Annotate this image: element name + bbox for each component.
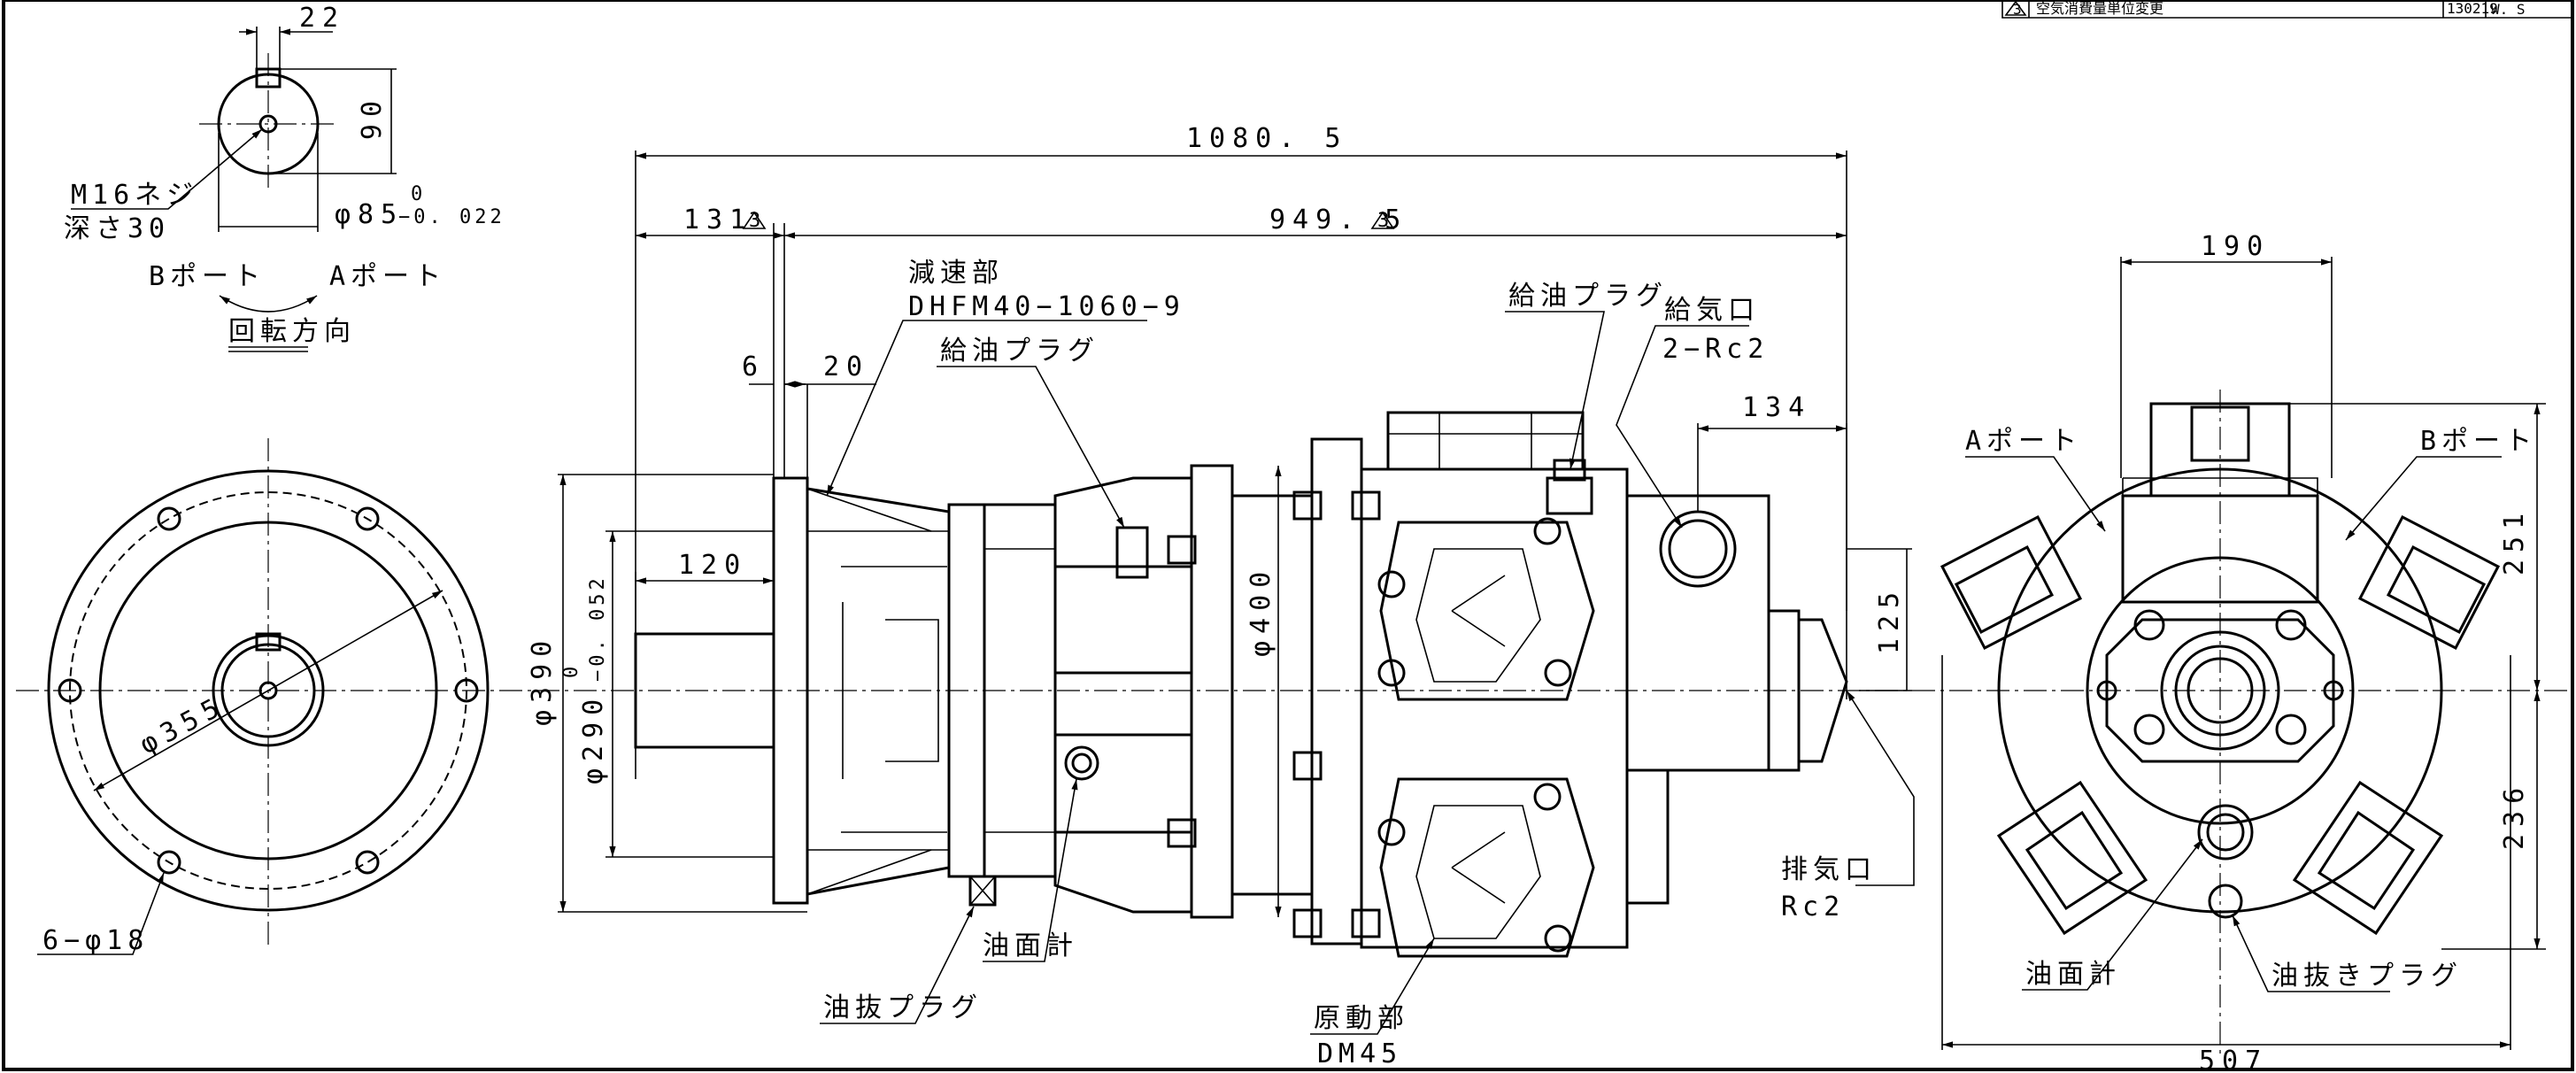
end-drain-plug-label: 油抜きプラグ <box>2271 961 2463 992</box>
rotation-b-port: Bポート <box>149 261 266 292</box>
dim-125: 125 <box>1874 585 1905 654</box>
revision-initials: W. S <box>2491 1 2526 18</box>
revision-mark: 3 <box>2013 1 2022 18</box>
end-b-port-label: Bポート <box>2420 426 2537 457</box>
revision-date: 130219 <box>2447 0 2498 17</box>
air-inlet-label: 給気口 <box>1664 295 1760 326</box>
dim-134: 134 <box>1742 392 1811 423</box>
air-inlet-spec: 2−Rc2 <box>1662 334 1769 365</box>
dim-236: 236 <box>2499 781 2530 850</box>
dim-shaft-height: 90 <box>357 94 388 140</box>
dim-shaft-diameter: φ85 <box>335 199 404 230</box>
dim-251: 251 <box>2499 506 2530 575</box>
flange-bolts <box>1167 490 1381 938</box>
revision-block: 3 空気消費量単位変更 130219 W. S <box>2001 0 2572 19</box>
drain-plug-label: 油抜プラグ <box>823 992 983 1023</box>
end-a-port-label: Aポート <box>1965 426 2082 457</box>
rotation-a-port: Aポート <box>329 261 446 292</box>
motor-model: DM45 <box>1317 1038 1402 1069</box>
rev-mark-2: 3 <box>1377 210 1392 232</box>
dim-6: 6 <box>742 351 765 382</box>
dim-body-length: 949. 5 <box>1269 205 1408 235</box>
thread-depth-label: 深さ30 <box>64 213 170 244</box>
dim-dia-390: φ390 <box>527 634 558 726</box>
dim-dia-290-upper: 0 <box>560 663 582 678</box>
oil-gauge-label: 油面計 <box>983 930 1078 961</box>
end-view: 190 251 236 507 Aポート Bポート 油面計 油抜きプラグ <box>1940 231 2546 1073</box>
thread-label: M16ネジ <box>71 180 198 211</box>
side-view: 1080. 5 131 3 949. 5 3 6 20 120 <box>527 123 1915 1069</box>
dim-overall-length: 1080. 5 <box>1186 123 1347 154</box>
exhaust-label: 排気口 <box>1781 854 1877 885</box>
end-view-bolts <box>2096 609 2344 745</box>
revision-text: 空気消費量単位変更 <box>2036 0 2163 17</box>
dim-flange-length: 131 <box>683 205 752 235</box>
dim-shaft-length: 120 <box>678 550 747 581</box>
dim-190: 190 <box>2201 231 2270 262</box>
oil-plug-label-1: 給油プラグ <box>940 336 1099 367</box>
end-oil-gauge-label: 油面計 <box>2025 959 2121 990</box>
dim-key-width: 22 <box>299 3 345 34</box>
reducer-title: 減速部 <box>908 258 1004 289</box>
dim-dia-290-lower: −0. 052 <box>587 575 609 682</box>
dim-pcd: φ355 <box>135 690 230 760</box>
dim-dia-290: φ290 <box>578 692 609 784</box>
shaft-end-detail: 22 90 M16ネジ 深さ30 φ85 0 −0. 022 Bポート Aポート… <box>64 3 505 352</box>
reducer-model: DHFM40−1060−9 <box>908 291 1185 322</box>
piston-covers <box>1377 517 1595 958</box>
rev-mark-1: 3 <box>749 210 764 232</box>
dim-dia-400: φ400 <box>1246 565 1276 657</box>
dim-shaft-tol-lower: −0. 022 <box>398 206 505 228</box>
dim-shaft-tol-upper: 0 <box>411 183 426 205</box>
oil-plug-label-2: 給油プラグ <box>1508 281 1668 312</box>
dim-20: 20 <box>823 351 869 382</box>
motor-title: 原動部 <box>1314 1003 1409 1034</box>
bolt-holes-label: 6−φ18 <box>42 925 149 956</box>
exhaust-spec: Rc2 <box>1781 892 1845 922</box>
dim-507: 507 <box>2199 1046 2268 1073</box>
piston-heads <box>1940 514 2501 936</box>
rotation-direction-label: 回転方向 <box>228 316 356 347</box>
